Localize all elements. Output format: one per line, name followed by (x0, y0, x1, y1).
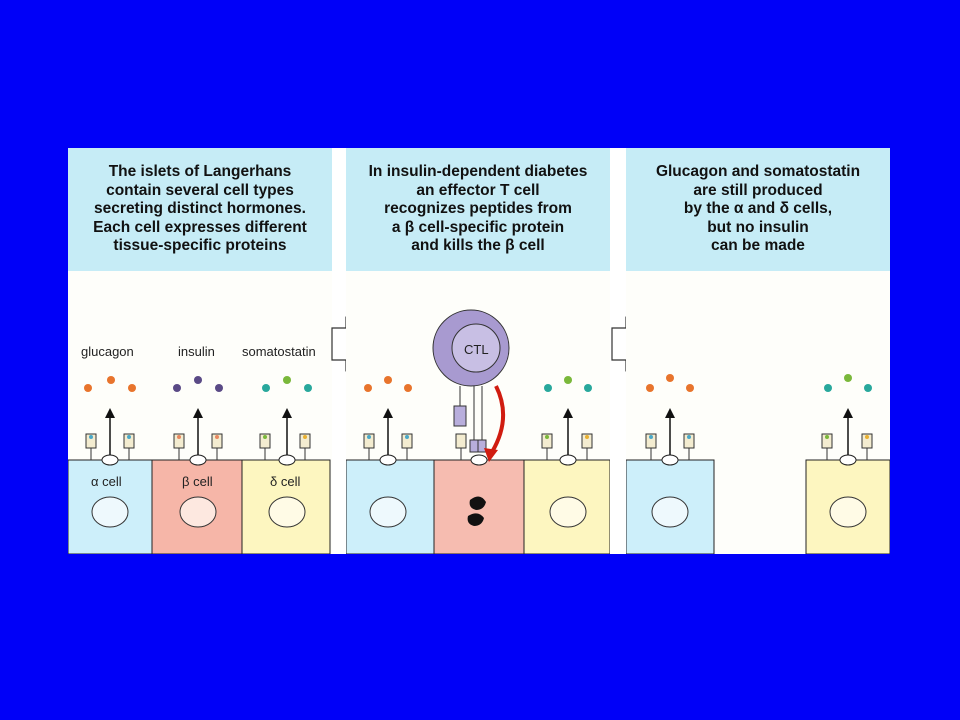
beta-cell-label: β cell (182, 474, 213, 489)
kill-arrow-icon (490, 385, 506, 454)
t-cell-receptor (453, 386, 487, 453)
caption-box: In insulin-dependent diabetes an effecto… (346, 148, 610, 271)
alpha-cell-label: α cell (91, 474, 122, 489)
caption-box: The islets of Langerhans contain several… (68, 148, 332, 271)
insulin-molecules (173, 376, 223, 392)
caption-box: Glucagon and somatostatin are still prod… (626, 148, 890, 271)
glucagon-label: glucagon (81, 344, 134, 359)
nucleus-icon (179, 496, 217, 528)
glucagon-molecules (84, 376, 136, 392)
panel-normal-islet: The islets of Langerhans contain several… (68, 148, 332, 554)
secretion-arrow-icon (109, 416, 288, 455)
surface-receptors (85, 433, 311, 460)
somatostatin-label: somatostatin (242, 344, 316, 359)
insulin-label: insulin (178, 344, 215, 359)
panel-2-drawing: CTL (346, 309, 610, 554)
nucleus-icon (91, 496, 129, 528)
panel-diabetes-attack: In insulin-dependent diabetes an effecto… (346, 148, 610, 554)
ctl-label: CTL (464, 342, 489, 357)
islet-diagram-figure: The islets of Langerhans contain several… (68, 148, 890, 554)
delta-cell-label: δ cell (270, 474, 300, 489)
panel-1-drawing: glucagon insulin somatostatin (68, 344, 331, 554)
panel-after-destruction: Glucagon and somatostatin are still prod… (626, 148, 890, 554)
caption-text: Glucagon and somatostatin are still prod… (655, 163, 861, 255)
caption-text: In insulin-dependent diabetes an effecto… (368, 163, 588, 255)
fragmented-nucleus-icon (467, 496, 486, 526)
nucleus-icon (268, 496, 306, 528)
caption-text: The islets of Langerhans contain several… (93, 163, 307, 255)
somatostatin-molecules (262, 376, 312, 392)
panel-3-drawing (626, 374, 890, 554)
ctl-cell-icon: CTL (432, 309, 510, 387)
